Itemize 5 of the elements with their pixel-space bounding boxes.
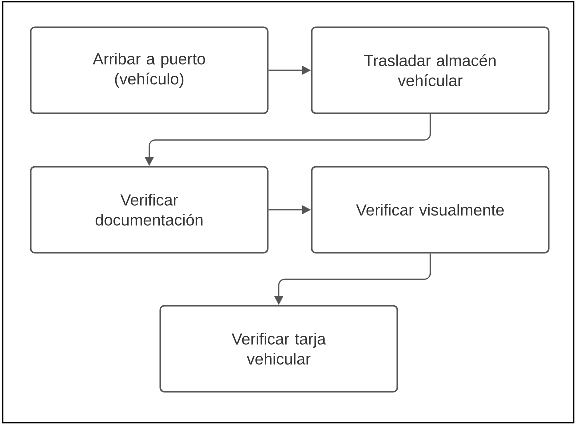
process-box: Verificar visualmente — [311, 166, 550, 254]
process-box: Verificar documentación — [30, 166, 269, 254]
process-box: Arribar a puerto (vehículo) — [30, 26, 269, 114]
process-box: Verificar tarja vehicular — [160, 305, 398, 393]
process-box: Trasladar almacén vehícular — [311, 26, 550, 114]
